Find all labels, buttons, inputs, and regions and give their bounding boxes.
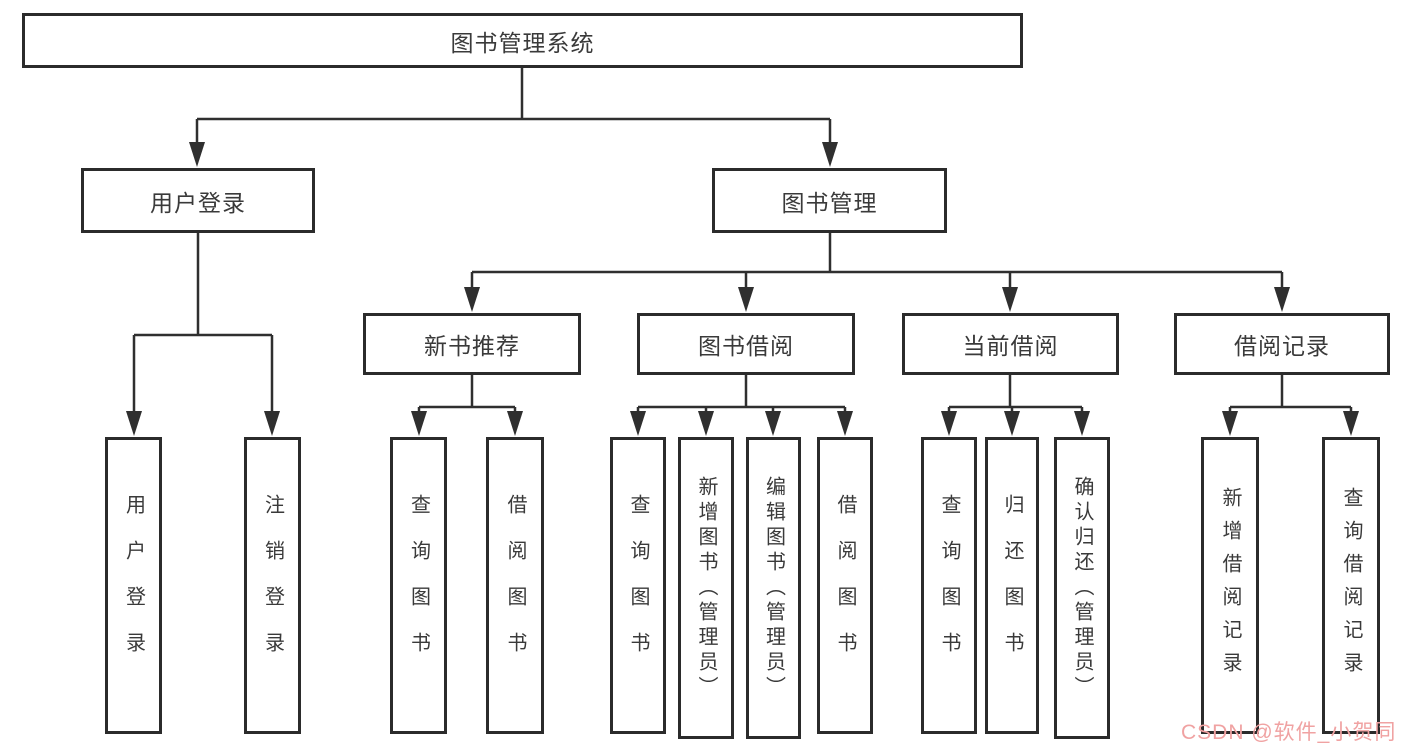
- leaf-borrow-books-borrowing: 借阅图书: [817, 437, 873, 734]
- leaf-add-books-admin-label: 新增图书（管理员）: [695, 475, 717, 701]
- leaf-add-books-admin: 新增图书（管理员）: [678, 437, 734, 739]
- leaf-borrow-books-recommend: 借阅图书: [486, 437, 544, 734]
- node-new-book-recommendation-label: 新书推荐: [424, 333, 520, 359]
- node-book-management-label: 图书管理: [781, 189, 878, 216]
- watermark: CSDN @软件_小贺同学: [1181, 721, 1397, 744]
- leaf-confirm-return-admin-label: 确认归还（管理员）: [1071, 475, 1093, 701]
- node-library-system: 图书管理系统: [22, 13, 1023, 68]
- leaf-confirm-return-admin: 确认归还（管理员）: [1054, 437, 1110, 739]
- leaf-query-books-current: 查询图书: [921, 437, 977, 734]
- leaf-edit-books-admin-label: 编辑图书（管理员）: [762, 475, 785, 701]
- leaf-query-books-borrowing-label: 查询图书: [627, 493, 649, 678]
- leaf-borrow-books-recommend-label: 借阅图书: [504, 493, 526, 678]
- node-book-borrowing-label: 图书借阅: [698, 333, 794, 359]
- leaf-add-borrow-record-label: 新增借阅记录: [1219, 486, 1241, 685]
- node-book-borrowing: 图书借阅: [637, 313, 855, 375]
- node-library-system-label: 图书管理系统: [450, 29, 595, 56]
- node-current-borrowing: 当前借阅: [902, 313, 1119, 375]
- leaf-return-books-label: 归还图书: [1001, 493, 1023, 678]
- leaf-query-books-current-label: 查询图书: [938, 493, 960, 678]
- node-book-management: 图书管理: [712, 168, 947, 233]
- leaf-edit-books-admin: 编辑图书（管理员）: [746, 437, 801, 739]
- node-borrowing-records-label: 借阅记录: [1234, 333, 1330, 359]
- node-user-login: 用户登录: [81, 168, 315, 233]
- leaf-logout-label: 注销登录: [261, 493, 284, 678]
- leaf-user-login: 用户登录: [105, 437, 162, 734]
- leaf-query-books-borrowing: 查询图书: [610, 437, 666, 734]
- node-new-book-recommendation: 新书推荐: [363, 313, 581, 375]
- leaf-return-books: 归还图书: [985, 437, 1039, 734]
- leaf-add-borrow-record: 新增借阅记录: [1201, 437, 1259, 734]
- leaf-borrow-books-borrowing-label: 借阅图书: [834, 493, 856, 678]
- leaf-logout: 注销登录: [244, 437, 301, 734]
- node-borrowing-records: 借阅记录: [1174, 313, 1390, 375]
- node-user-login-label: 用户登录: [150, 189, 246, 216]
- connector-arrowheads: [126, 142, 1359, 436]
- leaf-query-borrow-record: 查询借阅记录: [1322, 437, 1380, 734]
- node-current-borrowing-label: 当前借阅: [962, 333, 1059, 359]
- leaf-query-books-recommend-label: 查询图书: [407, 493, 430, 678]
- leaf-query-borrow-record-label: 查询借阅记录: [1340, 486, 1362, 685]
- leaf-query-books-recommend: 查询图书: [390, 437, 447, 734]
- leaf-user-login-label: 用户登录: [122, 493, 145, 678]
